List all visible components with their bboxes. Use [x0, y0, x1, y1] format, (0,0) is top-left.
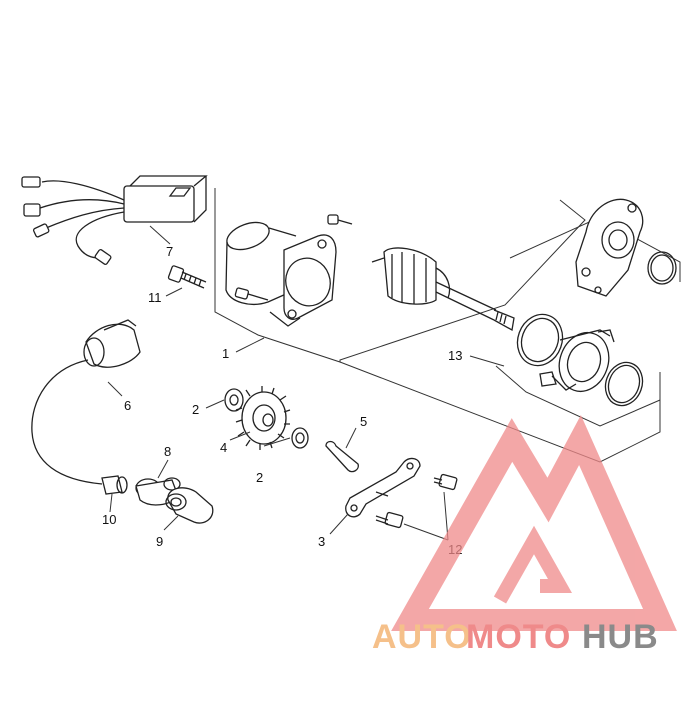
pin: [325, 440, 359, 473]
brush-plate: [516, 313, 644, 407]
watermark-text-moto: MOTO: [466, 618, 571, 656]
callout-2-upper: 2: [192, 402, 199, 417]
starter-bracket: [575, 198, 677, 297]
callout-1: 1: [222, 346, 229, 361]
bolt-11: [167, 265, 207, 289]
cdi-unit: [21, 175, 208, 265]
logo-triangle-outer: [391, 414, 677, 631]
callout-9: 9: [156, 534, 163, 549]
callout-labels: 1 2 2 3 4 5 6 7 8 9 10 11 12 13: [102, 244, 462, 557]
callout-2-lower: 2: [256, 470, 263, 485]
screw-top: [327, 214, 353, 225]
leader-lines: [107, 225, 505, 541]
callout-10: 10: [102, 512, 116, 527]
watermark-text-auto: AUTO: [372, 618, 472, 656]
callout-8: 8: [164, 444, 171, 459]
watermark-logo: [391, 414, 677, 631]
assembly-frame: [214, 188, 586, 363]
plug-boot: [165, 487, 214, 524]
starter-subframe: [495, 365, 661, 427]
callout-4: 4: [220, 440, 227, 455]
starter-gear: [235, 386, 291, 450]
lever-plate: [345, 457, 421, 518]
watermark-text-hub: HUB: [582, 618, 659, 656]
callout-7: 7: [166, 244, 173, 259]
armature: [371, 247, 515, 332]
bracket-subframe: [509, 217, 681, 282]
washer-lower: [291, 427, 309, 449]
ignition-coil: [31, 319, 141, 495]
callout-5: 5: [360, 414, 367, 429]
callout-13: 13: [448, 348, 462, 363]
logo-inner-mark: [493, 525, 572, 604]
assembly-frame-lower: [339, 361, 661, 463]
starter-motor: [225, 221, 337, 327]
callout-3: 3: [318, 534, 325, 549]
callout-6: 6: [124, 398, 131, 413]
washer-upper: [224, 388, 244, 412]
bolts-12: [375, 473, 458, 529]
callout-11: 11: [148, 290, 162, 305]
watermark-text: AUTO MOTO HUB: [372, 618, 659, 656]
